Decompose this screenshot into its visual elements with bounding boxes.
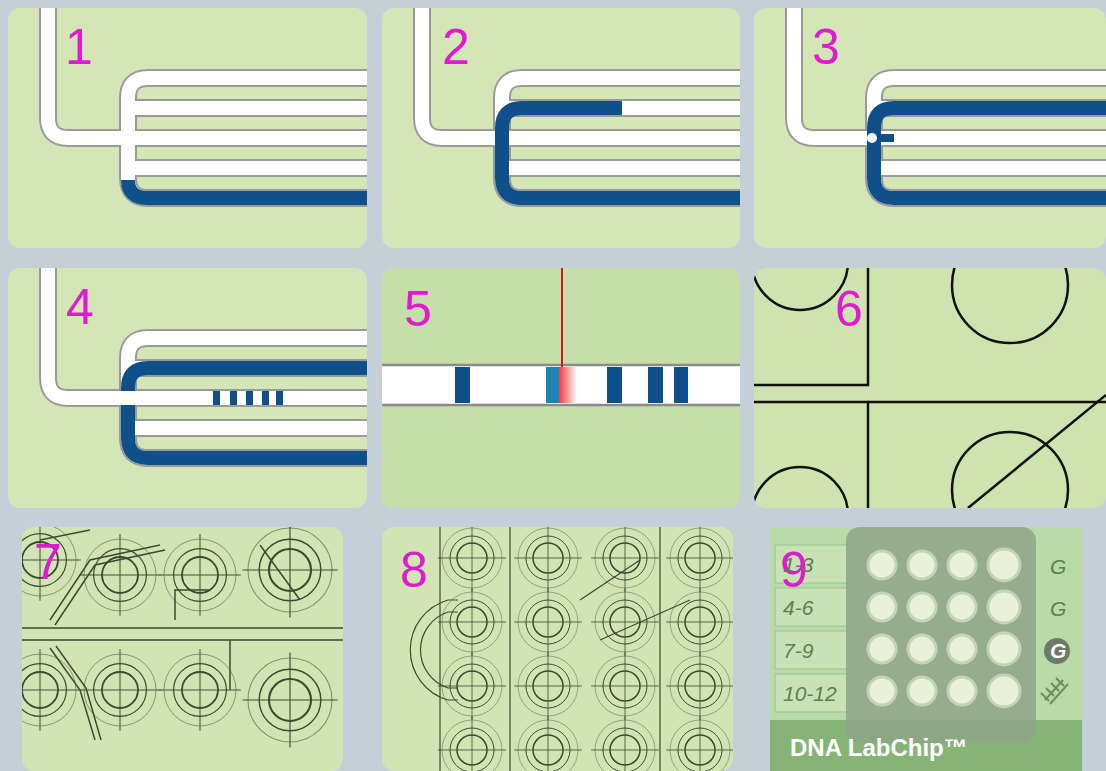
well-label: G bbox=[1050, 556, 1066, 577]
step-number: 1 bbox=[65, 22, 93, 72]
step-panel: 3 bbox=[754, 8, 1106, 248]
step-number: 8 bbox=[400, 545, 428, 595]
step-number: 2 bbox=[442, 22, 470, 72]
well-label: 4-6 bbox=[783, 597, 813, 618]
step-number: 6 bbox=[835, 284, 863, 334]
step-panel: 1 bbox=[8, 8, 367, 248]
well-label: G bbox=[1050, 640, 1066, 661]
step-panel: 5 bbox=[382, 268, 740, 508]
step-panel: 8 bbox=[382, 527, 733, 771]
step-panel: 6 bbox=[754, 268, 1106, 508]
well-label: 10-12 bbox=[783, 683, 837, 704]
step-panel: 9 bbox=[770, 527, 1082, 771]
well-label: 7-9 bbox=[783, 640, 813, 661]
step-number: 7 bbox=[34, 537, 62, 587]
step-number: 5 bbox=[404, 284, 432, 334]
step-panel: 4 bbox=[8, 268, 367, 508]
step-number: 4 bbox=[66, 282, 94, 332]
product-name: DNA LabChip™ bbox=[790, 736, 968, 760]
step-panel: 2 bbox=[382, 8, 740, 248]
step-panel: 7 bbox=[22, 527, 343, 771]
well-label: 1-3 bbox=[783, 554, 813, 575]
well-label: G bbox=[1050, 598, 1066, 619]
step-number: 3 bbox=[812, 22, 840, 72]
